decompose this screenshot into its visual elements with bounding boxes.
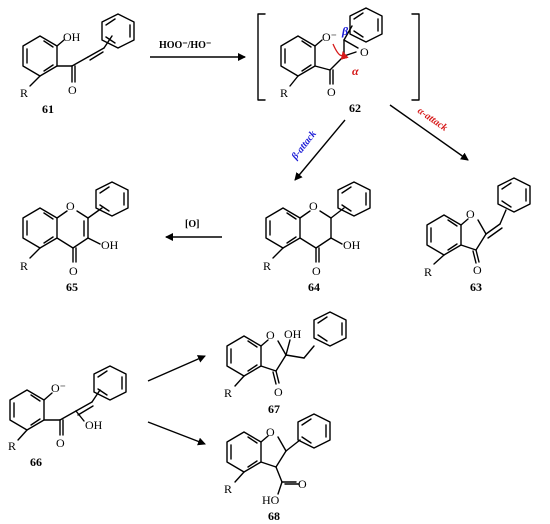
label-62-o-minus: O⁻ [322,30,337,44]
compound-number-62: 62 [349,101,361,115]
alpha-attack-label: α-attack [415,105,449,133]
alpha-symbol: α [352,64,359,78]
label-66-oh: OH [85,418,103,432]
bracket-left [257,13,266,101]
label-66-o: O [56,436,65,450]
compound-number-61: 61 [42,102,54,116]
label-67-o: O [274,385,283,399]
compound-62: O⁻ O O R β α 62 [280,7,383,115]
label-68-r: R [224,482,232,496]
label-64-o-ring: O [309,199,318,213]
label-67-r: R [224,386,232,400]
label-62-o: O [327,85,336,99]
beta-symbol: β [341,24,349,38]
arrow-66-to-68 [147,421,206,446]
label-67-oh: OH [284,327,302,341]
label-62-r: R [280,86,288,100]
label-65-o: O [69,264,78,278]
label-68-ho: HO [262,493,280,507]
compound-number-67: 67 [268,402,280,416]
compound-64: O OH O R 64 [263,181,371,294]
bracket-right [411,13,420,101]
compound-number-64: 64 [308,280,320,294]
reagent-peroxide: HOO⁻/HO⁻ [159,40,211,51]
compound-66: O⁻ OH O R 66 [8,365,127,469]
arrow-62-to-64 [294,119,346,181]
label-61-oh: OH [63,30,81,44]
arrow-66-to-67 [147,355,206,382]
label-65-r: R [20,259,28,273]
label-68-o-ring: O [266,425,275,439]
compound-number-63: 63 [470,280,482,294]
label-68-o: O [298,477,307,491]
label-65-oh: OH [101,238,119,252]
compound-number-66: 66 [30,455,42,469]
compound-number-68: 68 [268,509,280,523]
arrow-62-to-63 [389,104,469,161]
label-66-r: R [8,439,16,453]
label-61-o: O [68,83,77,97]
reagent-oxidation: [O] [185,219,199,230]
label-63-r: R [424,265,432,279]
compound-67: O OH O R 67 [224,311,347,416]
label-65-o-ring: O [66,199,75,213]
curved-arrow-icon [332,43,349,60]
label-64-r: R [263,259,271,273]
label-63-o-ring: O [466,207,475,221]
label-62-o-ring: O [360,45,369,59]
label-67-o-ring: O [266,328,275,342]
label-61-r: R [20,86,28,100]
label-63-o: O [473,263,482,277]
compound-68: O O HO R 68 [224,413,331,523]
compound-61: OH O R 61 [20,13,135,116]
compound-number-65: 65 [66,280,78,294]
label-66-o-minus: O⁻ [51,381,66,395]
label-64-o: O [312,264,321,278]
compound-65: O OH O R 65 [20,181,129,294]
label-64-oh: OH [343,238,361,252]
compound-63: O O R 63 [424,177,531,294]
